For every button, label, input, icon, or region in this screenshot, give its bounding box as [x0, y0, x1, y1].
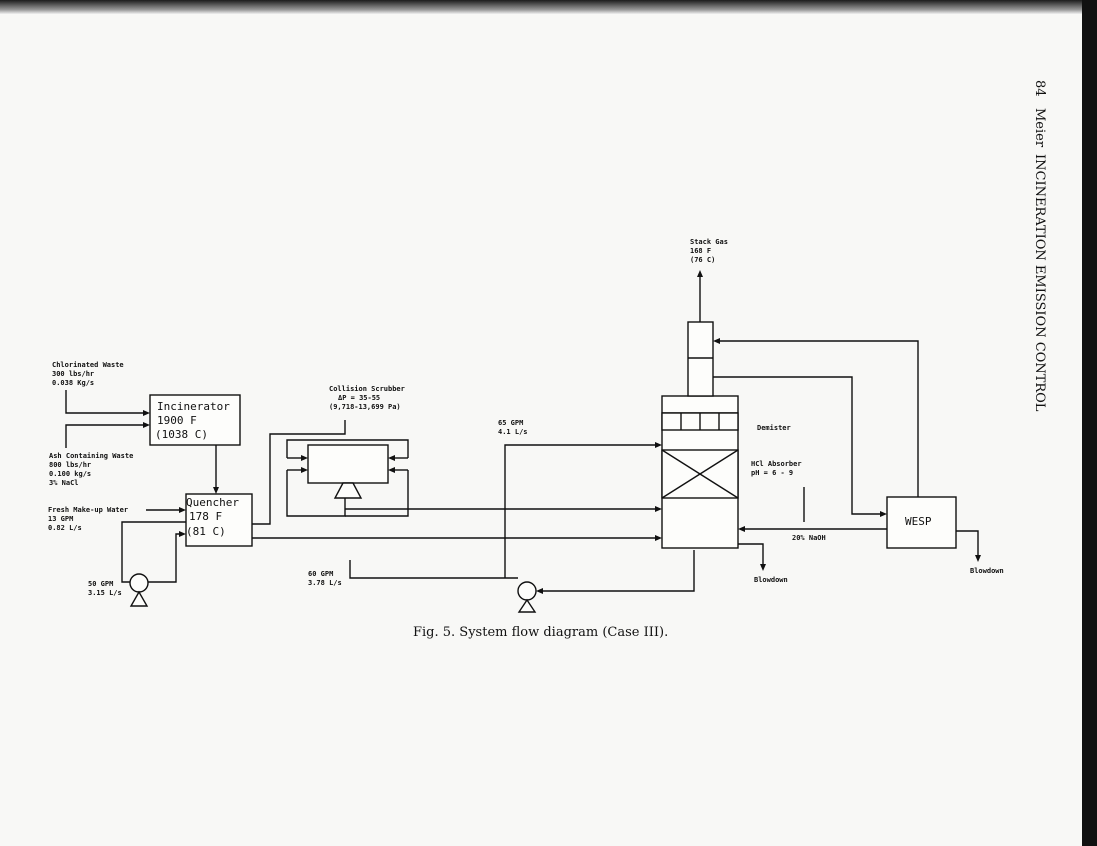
wesp-box: [886, 496, 957, 549]
scan-top-edge: [0, 0, 1097, 14]
scrubber-dp: ΔP = 35-55: [338, 394, 380, 402]
scrubber-top-manifold: [286, 439, 409, 458]
incinerator-name: Incinerator: [157, 400, 230, 413]
figure-caption: Fig. 5. System flow diagram (Case III).: [413, 625, 668, 640]
absorber-sump-to-pump-line: [541, 550, 695, 592]
incinerator-temp-c: (1038 C): [155, 428, 208, 441]
wesp-return-line: [718, 340, 919, 497]
quencher-temp-c: (81 C): [186, 525, 226, 538]
ash-waste-label: Ash Containing Waste: [49, 452, 133, 460]
page-number: 84: [1032, 80, 1047, 97]
makeup-water-label: Fresh Make-up Water: [48, 506, 128, 514]
flow-60-gpm: 60 GPM: [308, 570, 333, 578]
quencher-recirc-return: [148, 533, 181, 583]
gas-to-wesp-line: [713, 376, 882, 515]
recycle-65-line: [504, 444, 655, 578]
absorber-blowdown-line: [738, 543, 764, 565]
naoh-label: 20% NaOH: [792, 534, 826, 542]
makeup-water-rate-si: 0.82 L/s: [48, 524, 82, 532]
quencher-name: Quencher: [186, 496, 239, 509]
makeup-water-rate: 13 GPM: [48, 515, 73, 523]
ash-waste-nacl: 3% NaCl: [49, 479, 79, 487]
wesp-blowdown-line: [956, 530, 979, 556]
wesp-blowdown-label: Blowdown: [970, 567, 1004, 575]
pump-2-icon: [517, 581, 537, 601]
author: Meier: [1032, 108, 1047, 148]
side-header: 84 Meier INCINERATION EMISSION CONTROL: [1032, 80, 1047, 412]
incinerator-box: [149, 394, 241, 446]
pump-2-base: [517, 598, 537, 613]
running-title: INCINERATION EMISSION CONTROL: [1032, 154, 1047, 412]
collision-scrubber-box: [307, 444, 389, 484]
ash-waste-line: [65, 424, 145, 448]
absorber-blowdown-label: Blowdown: [754, 576, 788, 584]
pump-1-flow-si: 3.15 L/s: [88, 589, 122, 597]
demister-label: Demister: [757, 424, 791, 432]
ash-waste-rate-si: 0.100 kg/s: [49, 470, 91, 478]
chlorinated-waste-rate-si: 0.038 Kg/s: [52, 379, 94, 387]
pump-1-base: [129, 590, 149, 607]
incinerator-temp-f: 1900 F: [157, 414, 197, 427]
flow-65-gpm: 65 GPM: [498, 419, 523, 427]
stack-gas-label: Stack Gas: [690, 238, 728, 246]
flow-60-ls: 3.78 L/s: [308, 579, 342, 587]
stack-gas-temp-c: (76 C): [690, 256, 715, 264]
stack-gas-temp-f: 168 F: [690, 247, 711, 255]
exhaust-stack: [687, 321, 714, 397]
scrubber-bottom-manifold: [286, 470, 346, 517]
quencher-to-scrubber-line: [252, 420, 346, 525]
chlorinated-waste-rate: 300 lbs/hr: [52, 370, 94, 378]
scrubber-cone: [333, 482, 363, 499]
ash-waste-rate: 800 lbs/hr: [49, 461, 91, 469]
scrubber-label: Collision Scrubber: [329, 385, 405, 393]
quencher-recirc-suction: [121, 521, 186, 583]
hcl-absorber-ph: pH = 6 - 9: [751, 469, 793, 477]
hcl-absorber-label: HCl Absorber: [751, 460, 802, 468]
quencher-temp-f: 178 F: [189, 510, 222, 523]
quencher-box: [185, 493, 253, 547]
flow-65-ls: 4.1 L/s: [498, 428, 528, 436]
scan-right-edge: [1082, 0, 1097, 846]
scrubber-dp-si: (9,718-13,699 Pa): [329, 403, 401, 411]
pump-1-icon: [129, 573, 149, 593]
recycle-60-line: [349, 560, 518, 579]
pump-1-flow: 50 GPM: [88, 580, 113, 588]
chlorinated-waste-label: Chlorinated Waste: [52, 361, 124, 369]
wesp-label: WESP: [905, 515, 932, 528]
chlorinated-waste-line: [65, 390, 145, 414]
